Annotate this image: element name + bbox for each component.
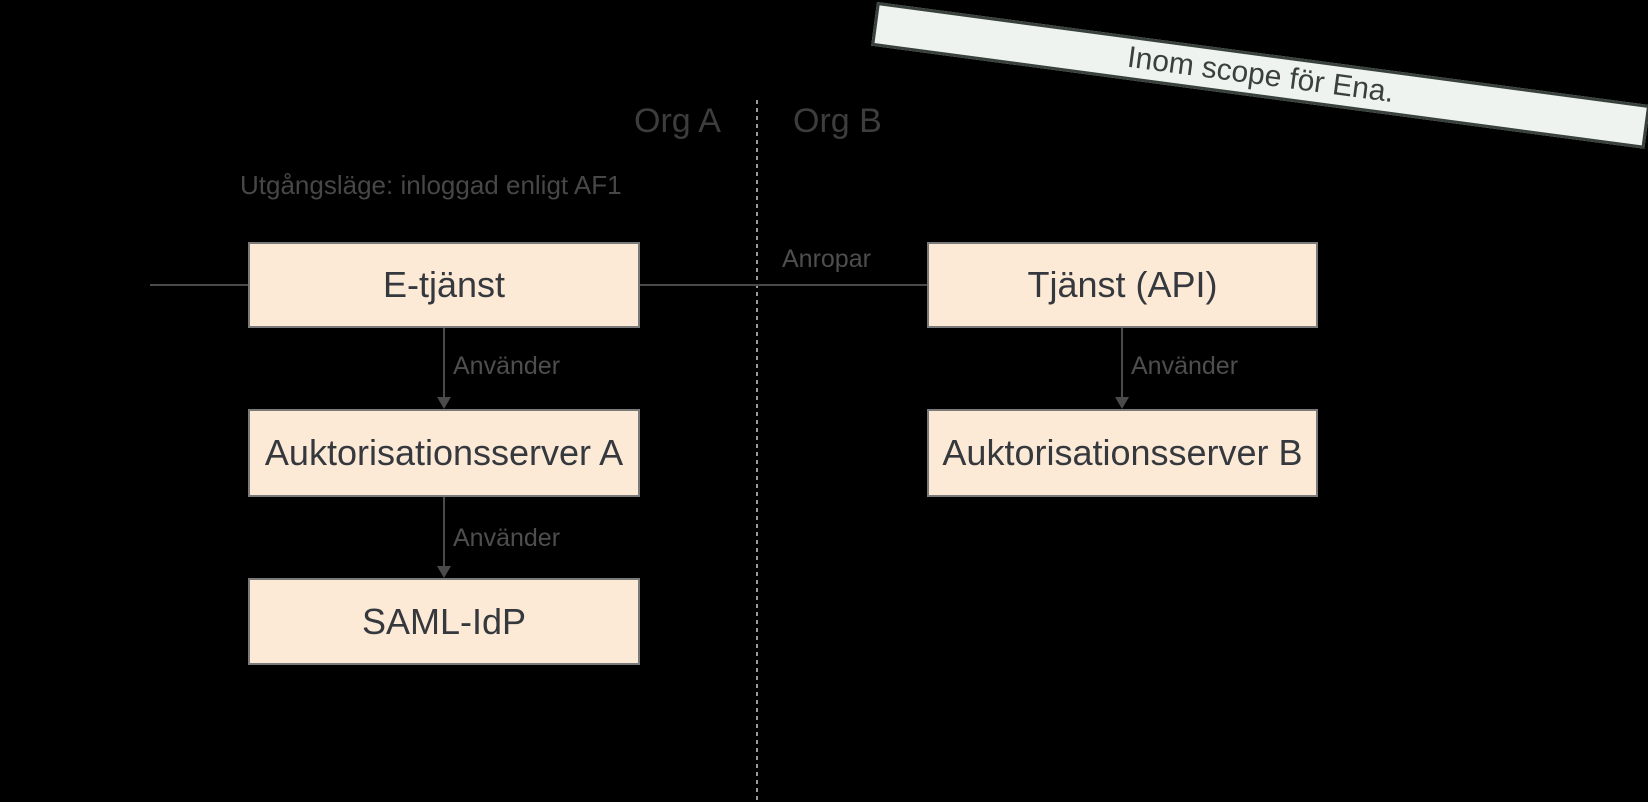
- edge-label-anropar: Anropar: [782, 245, 871, 273]
- edge-label-anvander-left-lower: Använder: [453, 524, 561, 552]
- connector-authservera-samlidp: [443, 497, 445, 569]
- box-auktorisationsserver-b-label: Auktorisationsserver B: [942, 432, 1303, 473]
- scope-banner-label: Inom scope för Ena.: [1125, 40, 1396, 109]
- arrowhead-samlidp: [437, 566, 451, 578]
- connector-tjanstapi-authserverb: [1121, 328, 1123, 400]
- box-auktorisationsserver-a: Auktorisationsserver A: [248, 409, 640, 497]
- lane-label-org-b: Org B: [793, 102, 882, 140]
- arrowhead-authserverb: [1115, 397, 1129, 409]
- box-e-tjanst-label: E-tjänst: [382, 264, 506, 305]
- box-saml-idp-label: SAML-IdP: [361, 600, 527, 642]
- box-auktorisationsserver-a-label: Auktorisationsserver A: [264, 432, 624, 473]
- box-saml-idp: SAML-IdP: [248, 578, 640, 665]
- connector-left-stub: [150, 284, 248, 286]
- edge-label-anvander-right: Använder: [1131, 352, 1239, 380]
- lane-label-org-a: Org A: [634, 102, 721, 140]
- org-divider-line: [756, 100, 758, 802]
- note-utgangslage: Utgångsläge: inloggad enligt AF1: [240, 170, 622, 200]
- scope-banner: Inom scope för Ena.: [871, 2, 1648, 149]
- box-auktorisationsserver-b: Auktorisationsserver B: [927, 409, 1318, 497]
- connector-etjanst-authservera: [443, 328, 445, 400]
- connector-anropar: [640, 284, 927, 286]
- box-e-tjanst: E-tjänst: [248, 242, 640, 328]
- box-tjanst-api-label: Tjänst (API): [1027, 264, 1218, 305]
- box-tjanst-api: Tjänst (API): [927, 242, 1318, 328]
- arrowhead-authservera: [437, 397, 451, 409]
- edge-label-anvander-left-upper: Använder: [453, 352, 561, 380]
